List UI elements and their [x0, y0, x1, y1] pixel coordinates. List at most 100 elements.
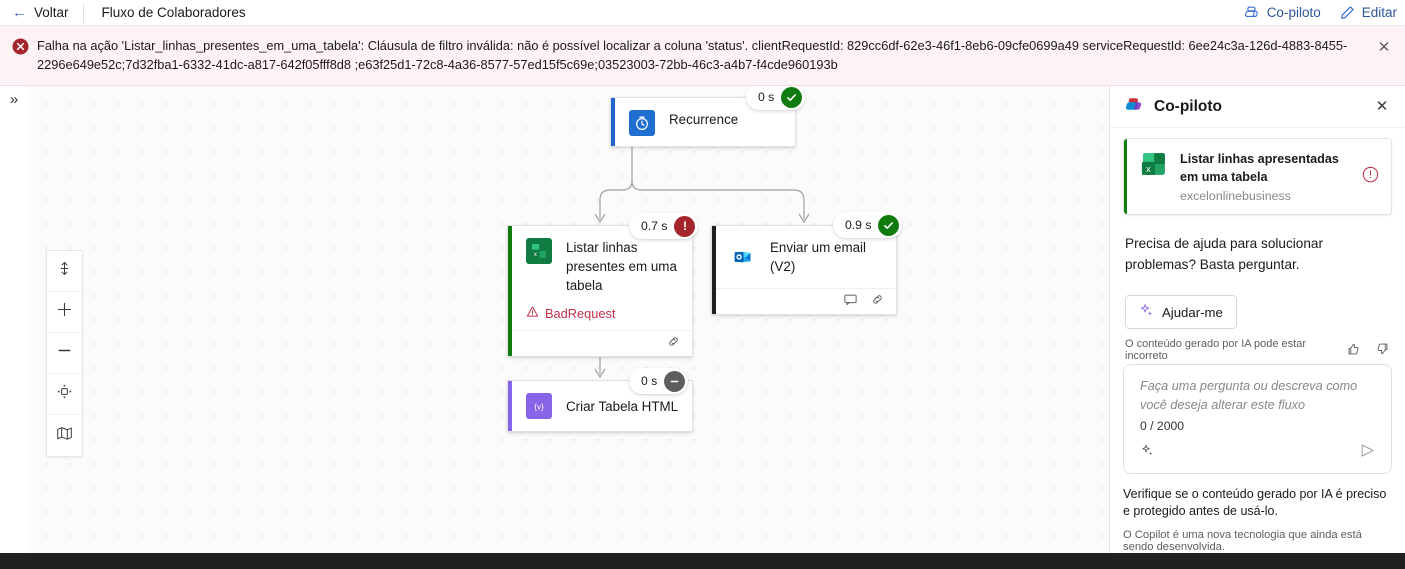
- close-icon[interactable]: ✕: [1375, 98, 1389, 115]
- zoom-in-button[interactable]: [47, 292, 82, 333]
- sparkle-icon: [1139, 303, 1154, 321]
- node-enviar-email[interactable]: Enviar um email (V2): [711, 225, 897, 315]
- check-icon: [781, 86, 803, 108]
- node-label: Recurrence: [669, 112, 739, 127]
- node-recurrence[interactable]: Recurrence: [610, 97, 796, 147]
- link-icon[interactable]: [870, 292, 885, 312]
- status-pill-recurrence: 0 s: [746, 86, 806, 110]
- back-button-label: Voltar: [34, 5, 69, 20]
- excel-icon: x: [526, 238, 552, 264]
- excel-icon: x: [1140, 150, 1168, 178]
- duration-label: 0 s: [758, 90, 775, 104]
- card-accent-bar: [1124, 139, 1127, 214]
- comment-link-icon[interactable]: [666, 334, 681, 354]
- pencil-icon: [1339, 5, 1355, 21]
- edit-button-label: Editar: [1361, 5, 1397, 20]
- feedback-buttons: [1346, 342, 1390, 359]
- card-title: Listar linhas apresentadas em uma tabela: [1180, 152, 1339, 184]
- copilot-footer-sub: O Copilot é uma nova tecnologia que aind…: [1123, 529, 1362, 553]
- plus-icon: [56, 301, 73, 323]
- clock-icon: [629, 110, 655, 136]
- map-icon: [56, 425, 73, 447]
- outlook-icon: [730, 244, 756, 270]
- copilot-icon: [1243, 4, 1260, 21]
- exclamation-icon: !: [674, 215, 696, 237]
- help-me-button-label: Ajudar-me: [1162, 304, 1223, 320]
- minus-icon: [664, 370, 686, 392]
- close-icon[interactable]: ✕: [1377, 38, 1391, 56]
- fit-height-icon: [57, 261, 72, 281]
- recenter-icon: [56, 383, 73, 405]
- copilot-panel: Co-piloto ✕ x Listar linhas apresentadas…: [1109, 86, 1405, 553]
- node-error-status: BadRequest: [508, 305, 692, 330]
- top-actions: Co-piloto Editar: [1243, 4, 1405, 21]
- thumbs-down-icon[interactable]: [1376, 342, 1390, 359]
- node-accent-bar: [611, 98, 615, 146]
- card-subtitle: excelonlinebusiness: [1180, 189, 1291, 203]
- reset-view-button[interactable]: [47, 374, 82, 415]
- copilot-header: Co-piloto ✕: [1110, 86, 1405, 128]
- chevron-double-right-icon[interactable]: »: [9, 91, 19, 108]
- copilot-footer: Verifique se o conteúdo gerado por IA é …: [1110, 474, 1405, 553]
- copilot-disclaimer-row: O conteúdo gerado por IA pode estar inco…: [1125, 338, 1390, 362]
- status-pill-enviar-email: 0.9 s: [833, 212, 903, 238]
- sparkle-icon[interactable]: [1140, 443, 1155, 463]
- help-me-button[interactable]: Ajudar-me: [1125, 295, 1237, 329]
- svg-text:{v}: {v}: [534, 402, 544, 411]
- send-icon[interactable]: [1358, 441, 1377, 465]
- page-title: Fluxo de Colaboradores: [101, 5, 246, 20]
- minus-icon: [56, 342, 73, 364]
- node-label: Listar linhas presentes em uma tabela: [566, 240, 677, 293]
- copilot-input-wrap: Faça uma pergunta ou descreva como você …: [1110, 364, 1405, 474]
- svg-text:x: x: [1146, 164, 1151, 175]
- top-command-bar: ← Voltar Fluxo de Colaboradores Co-pilot…: [0, 0, 1405, 26]
- copilot-input-placeholder: Faça uma pergunta ou descreva como você …: [1140, 379, 1358, 412]
- node-footer: [712, 288, 896, 314]
- comment-icon[interactable]: [843, 292, 858, 312]
- duration-label: 0.7 s: [641, 219, 668, 233]
- edit-button[interactable]: Editar: [1339, 5, 1397, 21]
- thumbs-up-icon[interactable]: [1346, 342, 1360, 359]
- copilot-button-label: Co-piloto: [1266, 5, 1321, 20]
- duration-label: 0 s: [641, 374, 658, 388]
- copilot-footer-main: Verifique se o conteúdo gerado por IA é …: [1123, 487, 1387, 518]
- warning-triangle-icon: [526, 305, 539, 321]
- node-listar-linhas[interactable]: x Listar linhas presentes em uma tabela …: [507, 225, 693, 357]
- node-label: Enviar um email (V2): [770, 240, 866, 274]
- warning-circle-icon: [1362, 166, 1379, 188]
- error-banner: Falha na ação 'Listar_linhas_presentes_e…: [0, 26, 1405, 86]
- minimap-button[interactable]: [47, 415, 82, 456]
- copilot-prompt-text: Precisa de ajuda para solucionar problem…: [1125, 236, 1323, 272]
- copilot-body: x Listar linhas apresentadas em uma tabe…: [1110, 128, 1405, 364]
- error-message: Falha na ação 'Listar_linhas_presentes_e…: [37, 38, 1348, 72]
- os-taskbar: [0, 553, 1405, 569]
- canvas-left-gutter: »: [0, 86, 28, 553]
- copilot-icon: [1124, 94, 1145, 120]
- node-error-label: BadRequest: [545, 305, 616, 321]
- error-circle-icon: [12, 38, 29, 60]
- node-label: Criar Tabela HTML: [566, 398, 679, 414]
- copilot-input-box[interactable]: Faça uma pergunta ou descreva como você …: [1123, 364, 1392, 474]
- status-pill-criar-tabela-html: 0 s: [629, 368, 689, 394]
- node-accent-bar: [508, 226, 512, 356]
- svg-text:x: x: [534, 251, 538, 258]
- zoom-out-button[interactable]: [47, 333, 82, 374]
- character-counter: 0 / 2000: [1140, 419, 1185, 433]
- copilot-disclaimer: O conteúdo gerado por IA pode estar inco…: [1125, 338, 1307, 362]
- node-footer: [508, 330, 692, 356]
- node-accent-bar: [712, 226, 716, 314]
- duration-label: 0.9 s: [845, 218, 872, 232]
- toolbar-divider: [82, 2, 84, 23]
- fit-to-screen-button[interactable]: [47, 251, 82, 292]
- copilot-button[interactable]: Co-piloto: [1243, 4, 1321, 21]
- back-button[interactable]: ← Voltar: [0, 0, 83, 26]
- status-pill-listar-linhas: 0.7 s !: [629, 213, 699, 239]
- node-accent-bar: [508, 381, 512, 431]
- arrow-left-icon: ←: [12, 4, 27, 21]
- copilot-input-actions: [1140, 441, 1377, 465]
- check-icon: [878, 214, 900, 236]
- copilot-title: Co-piloto: [1154, 97, 1223, 115]
- expression-icon: {v}: [526, 393, 552, 419]
- canvas-zoom-toolbar: [46, 250, 83, 457]
- copilot-action-card[interactable]: x Listar linhas apresentadas em uma tabe…: [1123, 138, 1392, 215]
